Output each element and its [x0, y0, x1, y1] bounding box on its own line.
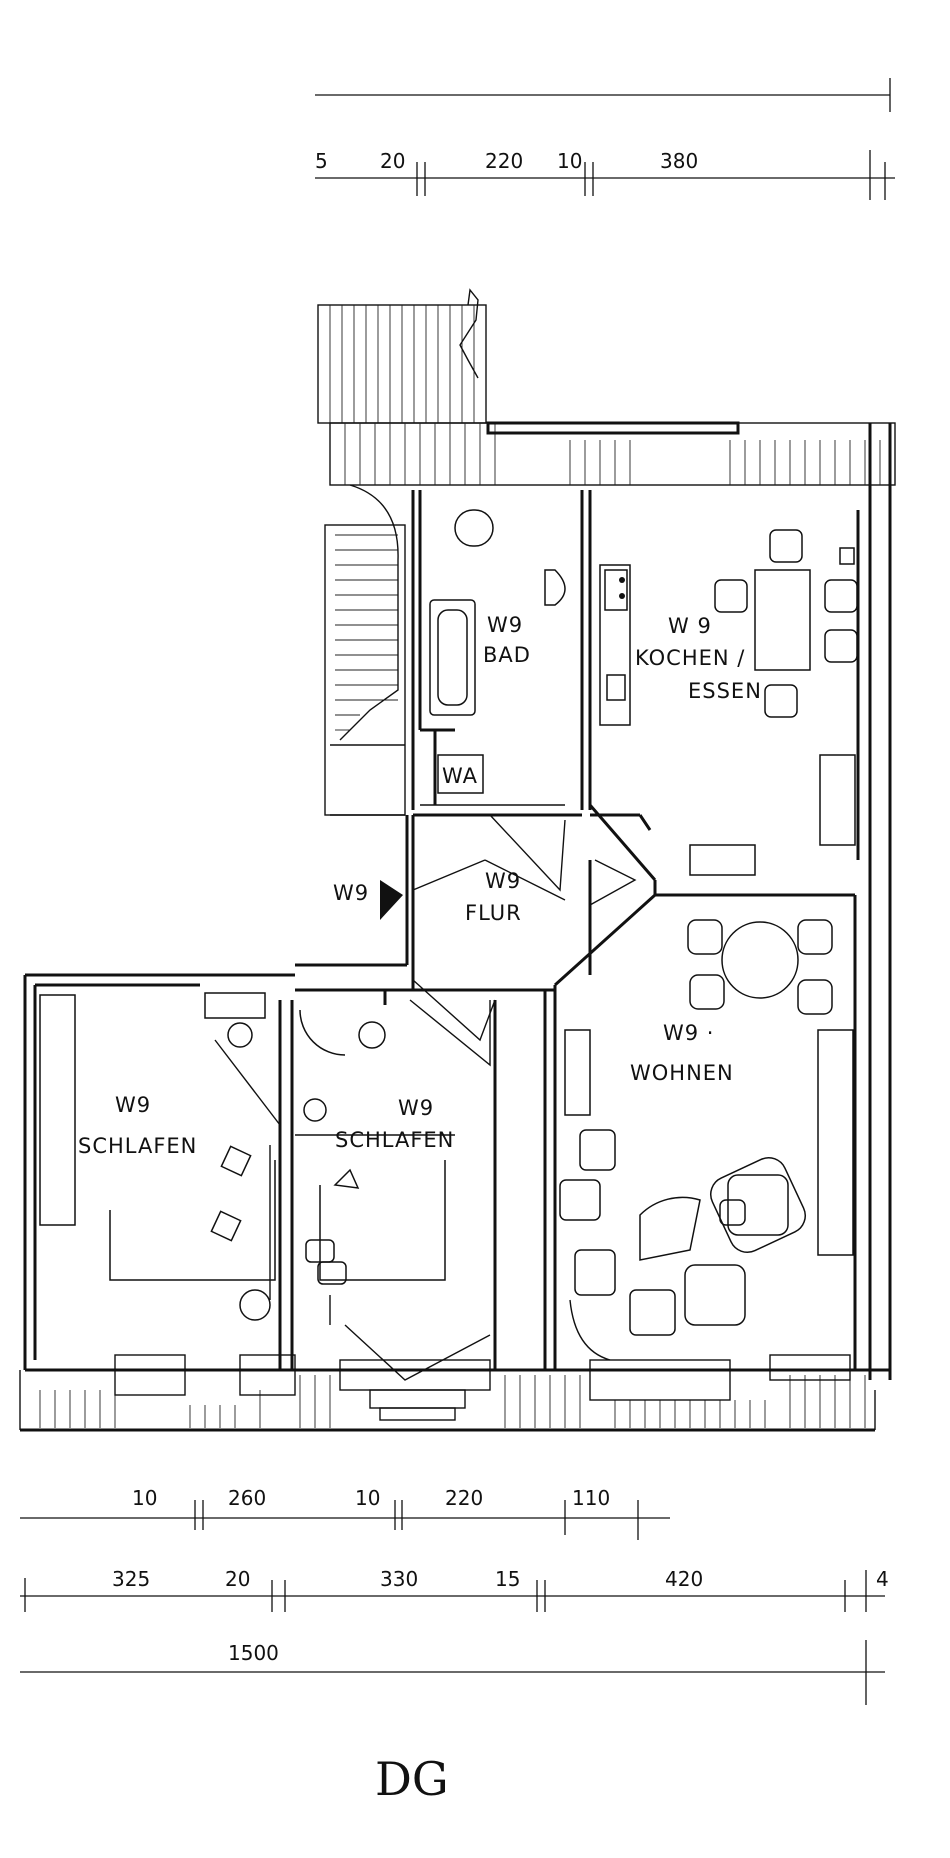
top-dimension-chain: 5 20 220 10 380 [315, 78, 895, 200]
dim-bottom1-3: 10 [355, 1486, 380, 1510]
shelf [564, 1029, 591, 1116]
bench [689, 844, 756, 876]
dim-top-2: 20 [380, 149, 405, 173]
nightstand [204, 992, 266, 1019]
dim-bottom2-1: 325 [112, 1567, 150, 1591]
dim-bottom1-5: 110 [572, 1486, 610, 1510]
bottom-dimension-total: 1500 [20, 1640, 885, 1705]
bad-room-label: BAD [483, 643, 531, 667]
dim-bottom2-3: 330 [380, 1567, 418, 1591]
dim-top-3: 220 [485, 149, 523, 173]
dim-bottom1-4: 220 [445, 1486, 483, 1510]
bottom-dimension-chain-1: 10 260 10 220 110 [20, 1486, 670, 1540]
sofa-seat [574, 1249, 616, 1296]
entrance-arrow-icon [380, 880, 403, 920]
dim-top-4: 10 [557, 149, 582, 173]
top-balcony [317, 288, 487, 424]
bedroom-mid-room-label: SCHLAFEN [335, 1128, 454, 1152]
bottom-dimension-chain-2: 325 20 330 15 420 4 [20, 1567, 889, 1612]
washer-label: WA [442, 764, 478, 788]
bathtub-icon [429, 599, 476, 716]
bathroom-fixtures: WA [429, 509, 566, 892]
coffee-table [639, 1196, 701, 1261]
dim-bottom2-5: 420 [665, 1567, 703, 1591]
bad-unit-label: W9 [487, 613, 523, 637]
stool-icon [839, 547, 855, 565]
dim-bottom2-6: 4 [876, 1567, 889, 1591]
sofa-seat [559, 1179, 601, 1221]
stove-icon [604, 569, 628, 611]
staircase [324, 484, 406, 816]
wall-cabinet [817, 1029, 854, 1256]
sink-icon [544, 569, 566, 606]
chair-icon [689, 974, 725, 1010]
dim-bottom1-1: 10 [132, 1486, 157, 1510]
round-table [721, 921, 799, 999]
armchair-icon [727, 1174, 789, 1236]
flur-room-label: FLUR [465, 901, 522, 925]
chair-icon [824, 629, 858, 663]
sofa-seat [579, 1129, 616, 1171]
ottoman [629, 1289, 676, 1336]
dim-total: 1500 [228, 1641, 279, 1665]
bottom-roof-strip [39, 1354, 866, 1428]
washer-icon [437, 754, 484, 794]
lamp-icon [358, 1021, 386, 1049]
living-unit-label: W9 · [663, 1021, 714, 1045]
bedroom-mid-unit-label: W9 [398, 1096, 434, 1120]
chair-icon [764, 684, 798, 718]
bedroom-left-unit-label: W9 [115, 1093, 151, 1117]
chair-icon [797, 919, 833, 955]
bed-icon [109, 1160, 276, 1281]
bed-icon [319, 1160, 446, 1281]
dim-top-1: 5 [315, 149, 328, 173]
kitchen-unit-label: W 9 [668, 614, 712, 638]
bedroom-left-room-label: SCHLAFEN [78, 1134, 197, 1158]
dim-bottom2-4: 15 [495, 1567, 520, 1591]
living-furniture [559, 919, 854, 1361]
fridge-icon [606, 674, 626, 701]
dim-bottom1-2: 260 [228, 1486, 266, 1510]
dining-table [754, 569, 811, 671]
lamp-icon [227, 1022, 253, 1048]
flur-doors [412, 859, 637, 1042]
plant-icon [344, 1324, 491, 1381]
kitchen-room-label-1: KOCHEN / [635, 646, 745, 670]
armchair-icon [684, 1264, 746, 1326]
chair-icon [797, 979, 833, 1015]
kitchen-room-label-2: ESSEN [688, 679, 762, 703]
chair-icon [824, 579, 858, 613]
bedroom-left-furniture [39, 992, 281, 1321]
top-roof-strip [329, 421, 896, 486]
kitchen-furniture [599, 529, 858, 876]
bedroom-mid-furniture [295, 999, 491, 1381]
sideboard [819, 754, 856, 846]
lamp-icon [303, 1098, 327, 1122]
chair-icon [687, 919, 723, 955]
living-room-label: WOHNEN [630, 1061, 734, 1085]
toilet-icon [454, 509, 494, 547]
kitchen-counter [599, 564, 631, 726]
plant-icon [239, 1289, 271, 1321]
chair-icon [769, 529, 803, 563]
floor-label: DG [375, 1752, 449, 1806]
flur-unit-label: W9 [485, 869, 521, 893]
dim-top-5: 380 [660, 149, 698, 173]
entrance-label: W9 [333, 881, 369, 905]
dim-bottom2-2: 20 [225, 1567, 250, 1591]
door-swing [299, 1009, 346, 1056]
walls [19, 423, 892, 1432]
wardrobe [39, 994, 76, 1226]
chair-icon [714, 579, 748, 613]
